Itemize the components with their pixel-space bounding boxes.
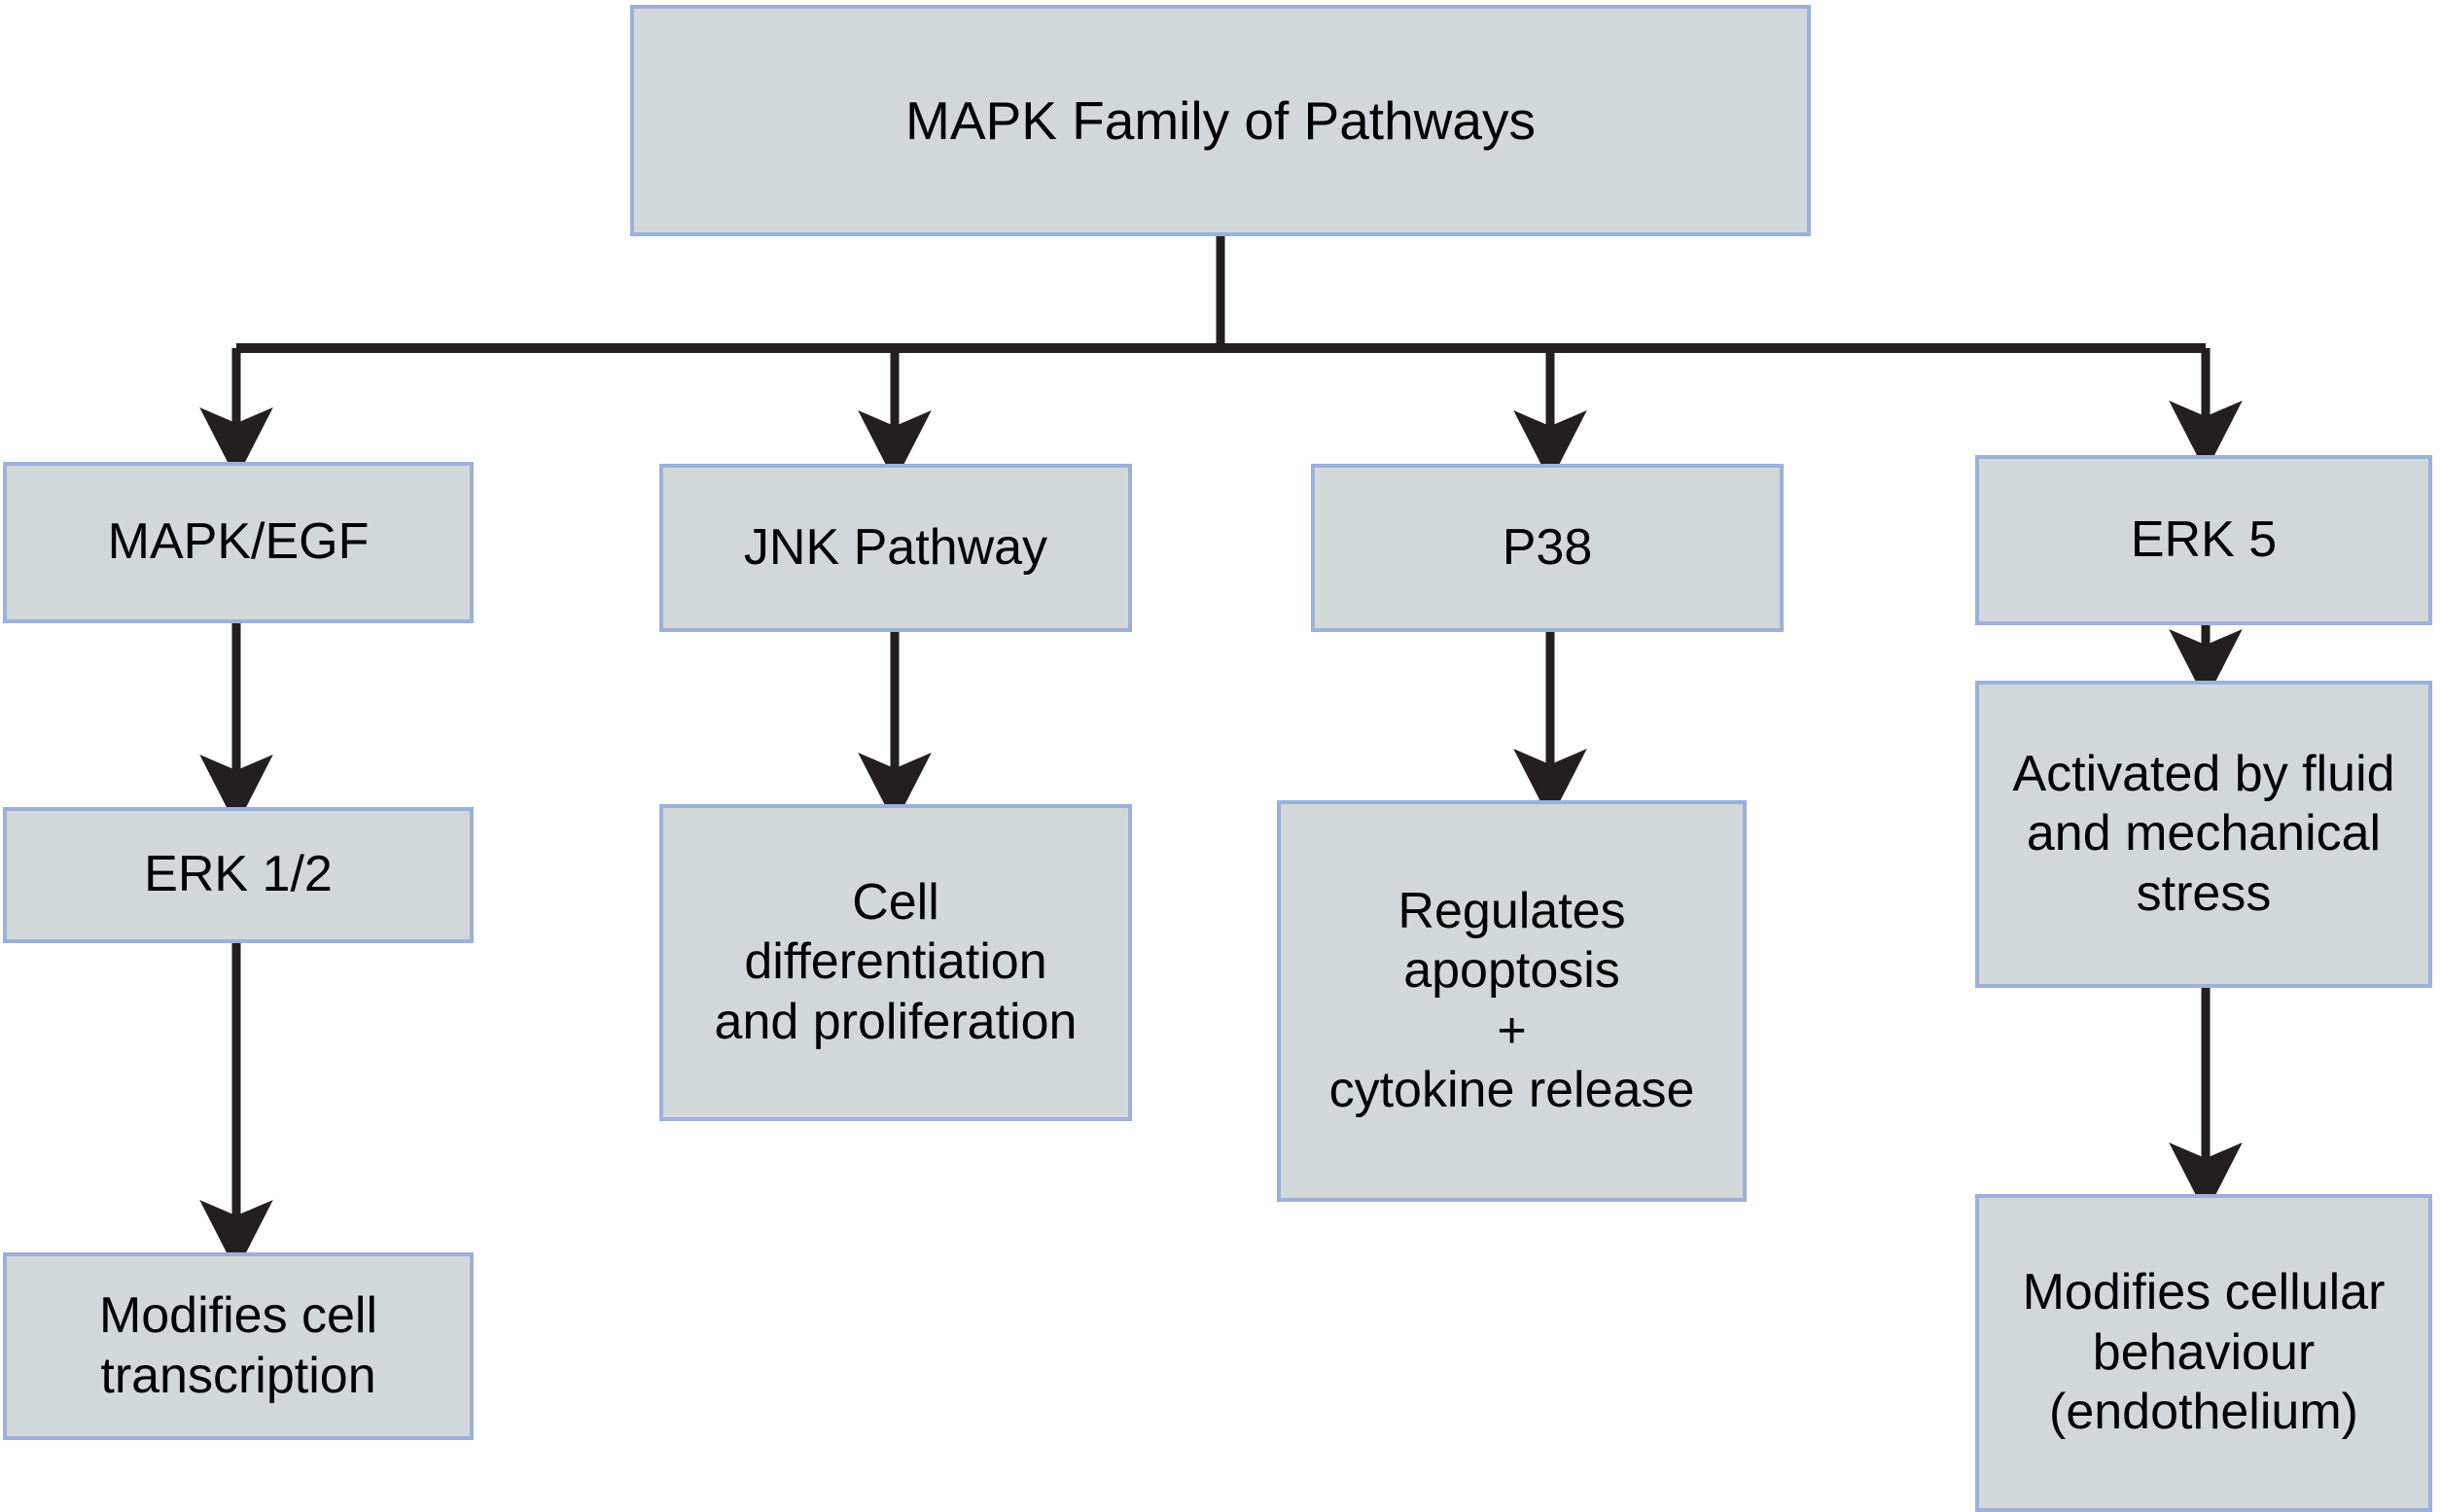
node-fluid_stress[interactable]: Activated by fluid and mechanical stress xyxy=(1975,681,2432,988)
node-label-behaviour: Modifies cellular behaviour (endothelium… xyxy=(2022,1264,2386,1441)
node-erk12[interactable]: ERK 1/2 xyxy=(3,807,474,943)
node-root[interactable]: MAPK Family of Pathways xyxy=(630,5,1811,236)
node-mapk_egf[interactable]: MAPK/EGF xyxy=(3,462,474,623)
node-label-jnk: JNK Pathway xyxy=(743,518,1048,576)
node-erk5[interactable]: ERK 5 xyxy=(1975,455,2432,625)
node-label-mapk_egf: MAPK/EGF xyxy=(107,513,370,571)
node-jnk[interactable]: JNK Pathway xyxy=(659,464,1132,632)
node-behaviour[interactable]: Modifies cellular behaviour (endothelium… xyxy=(1975,1194,2432,1512)
node-label-root: MAPK Family of Pathways xyxy=(905,89,1536,151)
node-label-erk12: ERK 1/2 xyxy=(144,846,333,903)
node-label-erk5: ERK 5 xyxy=(2130,510,2278,568)
node-cell_diff[interactable]: Cell differentiation and proliferation xyxy=(659,804,1132,1121)
node-label-transcription: Modifies cell transcription xyxy=(98,1287,378,1404)
node-label-apoptosis: Regulates apoptosis + cytokine release xyxy=(1328,882,1695,1118)
node-p38[interactable]: P38 xyxy=(1311,464,1784,632)
node-apoptosis[interactable]: Regulates apoptosis + cytokine release xyxy=(1277,800,1747,1202)
node-label-fluid_stress: Activated by fluid and mechanical stress xyxy=(2012,745,2395,922)
node-label-p38: P38 xyxy=(1502,518,1593,576)
node-label-cell_diff: Cell differentiation and proliferation xyxy=(714,873,1078,1050)
node-transcription[interactable]: Modifies cell transcription xyxy=(3,1252,474,1440)
